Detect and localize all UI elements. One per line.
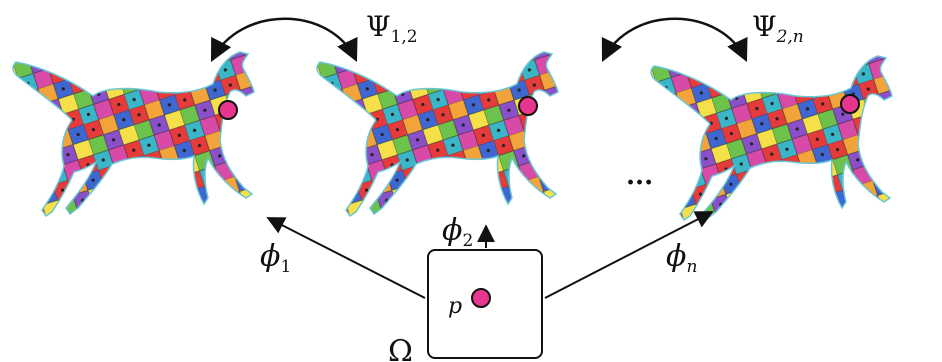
correspondence-arc-2-n — [601, 17, 748, 63]
corresponding-point-n — [840, 94, 860, 114]
horse-shape-1 — [12, 51, 255, 217]
domain-point — [471, 288, 491, 308]
ellipsis: ... — [626, 161, 653, 191]
label-psi-1-2: Ψ1,2 — [366, 10, 418, 47]
horse-shape-2 — [316, 51, 559, 217]
label-phi-1: ϕ1 — [260, 239, 291, 277]
horse-shape-n — [650, 55, 893, 221]
domain-label-omega: Ω — [388, 334, 413, 362]
correspondence-arc-1-2 — [210, 17, 358, 63]
domain-point-label: p — [448, 294, 462, 319]
label-phi-n: ϕn — [666, 239, 697, 277]
label-psi-2-n: Ψ2,n — [752, 10, 804, 47]
map-arrow-1 — [266, 217, 426, 299]
corresponding-point-1 — [218, 100, 238, 120]
label-phi-2: ϕ2 — [442, 213, 473, 251]
map-arrow-n — [544, 211, 714, 299]
corresponding-point-2 — [518, 96, 538, 116]
